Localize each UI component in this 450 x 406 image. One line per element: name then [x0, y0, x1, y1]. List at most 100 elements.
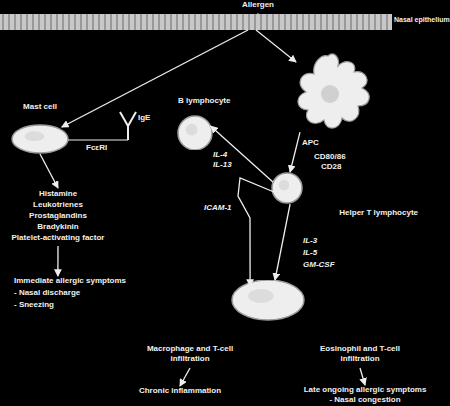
epithelium-cell-line	[273, 14, 274, 30]
apc-cell: APC	[288, 48, 378, 152]
epithelium-cell-line	[201, 14, 202, 30]
epithelium-cell-line	[315, 14, 316, 30]
mast-cell: Mast cell	[8, 102, 72, 154]
cytokine-label: IL-13	[213, 160, 232, 170]
epithelium-band: Nasal epithelium	[0, 12, 450, 34]
epithelium-cell-line	[267, 14, 268, 30]
epithelium-cell-line	[153, 14, 154, 30]
epithelium-cell-line	[99, 14, 100, 30]
arrow-connector	[360, 368, 365, 385]
effector-cell: Macrophage and T-cell infiltrationEosino…	[130, 280, 420, 368]
epithelium-cell-line	[279, 14, 280, 30]
cytokine-label: IgE	[138, 113, 150, 123]
node-text: Platelet-activating factor	[0, 233, 116, 243]
epithelium-cell-line	[27, 14, 28, 30]
epithelium-cell-line	[81, 14, 82, 30]
ige-arm	[128, 112, 136, 126]
mediator-list: HistamineLeukotrienesProstaglandinsBrady…	[0, 188, 116, 246]
epithelium-cell-line	[309, 14, 310, 30]
epithelium-cell-line	[327, 14, 328, 30]
epithelium-cell-line	[243, 14, 244, 30]
epithelium-cell-line	[63, 14, 64, 30]
epithelium-cell-line	[159, 14, 160, 30]
node-text: Histamine	[0, 189, 116, 199]
epithelium-fill	[0, 14, 392, 30]
epithelium-cell-line	[345, 14, 346, 30]
epithelium-cell-line	[351, 14, 352, 30]
cytokine-label: IL-4	[213, 150, 227, 160]
cell-body	[178, 116, 212, 150]
epithelium-cell-line	[195, 14, 196, 30]
epithelium-cell-line	[69, 14, 70, 30]
epithelium-cell-line	[147, 14, 148, 30]
epithelium-cell-line	[333, 14, 334, 30]
epithelium-cell-line	[141, 14, 142, 30]
node-text: Bradykinin	[0, 222, 116, 232]
arrow-connector	[180, 368, 190, 386]
epithelium-cell-line	[129, 14, 130, 30]
epithelium-cell-line	[261, 14, 262, 30]
cytokine-label: GM-CSF	[303, 260, 335, 270]
epithelium-cell-line	[339, 14, 340, 30]
node-text: Helper T lymphocyte	[298, 208, 418, 218]
epithelium-cell-line	[135, 14, 136, 30]
epithelium-cell-line	[285, 14, 286, 30]
arrow-connector	[290, 132, 300, 172]
node-text: Chronic inflammation	[125, 386, 235, 396]
arrow-connector	[57, 246, 58, 276]
epithelium-cell-line	[321, 14, 322, 30]
epithelium-cell-line	[57, 14, 58, 30]
epithelium-cell-line	[255, 14, 256, 30]
receptor-line	[68, 139, 128, 140]
b-lymphocyte-cell: B lymphocyte	[172, 96, 248, 150]
epithelium-cell-line	[189, 14, 190, 30]
cytokine-label: FcεRI	[86, 143, 107, 153]
arrow-connector	[211, 126, 273, 182]
epithelium-cell-line	[369, 14, 370, 30]
node-text: Eosinophil and T-cell infiltration	[305, 344, 415, 364]
node-text: B lymphocyte	[178, 96, 248, 106]
node-text: Late ongoing allergic symptoms	[290, 385, 440, 395]
outcome-text: Chronic inflammation	[125, 386, 235, 398]
epithelium-cell-line	[297, 14, 298, 30]
cell-nucleus	[25, 131, 45, 141]
epithelium-cell-line	[219, 14, 220, 30]
node-outline	[288, 48, 378, 152]
node-text: Immediate allergic symptoms	[14, 276, 144, 286]
outcome-text: Late ongoing allergic symptoms- Nasal co…	[290, 385, 440, 406]
node-text: - Nasal discharge	[14, 288, 144, 298]
node-text: Leukotrienes	[0, 200, 116, 210]
arrow-connector	[40, 154, 58, 188]
epithelium-cell-line	[21, 14, 22, 30]
epithelium-cell-line	[39, 14, 40, 30]
epithelium-cell-line	[231, 14, 232, 30]
epithelium-cell-line	[291, 14, 292, 30]
node-text: Nasal epithelium	[394, 15, 450, 25]
node-text: Allergen	[230, 0, 286, 10]
epithelium-cell-line	[357, 14, 358, 30]
cell-body	[12, 125, 68, 153]
epithelium-cell-line	[117, 14, 118, 30]
epithelium-cell-line	[105, 14, 106, 30]
cell-body	[272, 173, 302, 203]
helper-t-cell: Helper T lymphocyte	[268, 170, 418, 220]
arrow-connector	[238, 178, 274, 286]
epithelium-cell-line	[165, 14, 166, 30]
cytokine-label: IL-5	[303, 248, 317, 258]
epithelium-cell-line	[33, 14, 34, 30]
epithelium-cell-line	[9, 14, 10, 30]
ige-antibody-symbol	[68, 112, 136, 140]
epithelium-cell-line	[15, 14, 16, 30]
cytokine-label: ICAM-1	[204, 203, 232, 213]
epithelium-cell-line	[3, 14, 4, 30]
node-text: - Sneezing	[14, 300, 144, 310]
cell-nucleus	[186, 124, 198, 136]
arrow-connector	[256, 30, 296, 62]
epithelium-cell-line	[387, 14, 388, 30]
cytokine-label: CD28	[321, 162, 341, 172]
node-text: APC	[302, 138, 342, 148]
cell-body	[232, 280, 304, 320]
node-text: Prostaglandins	[0, 211, 116, 221]
epithelium-cell-line	[381, 14, 382, 30]
